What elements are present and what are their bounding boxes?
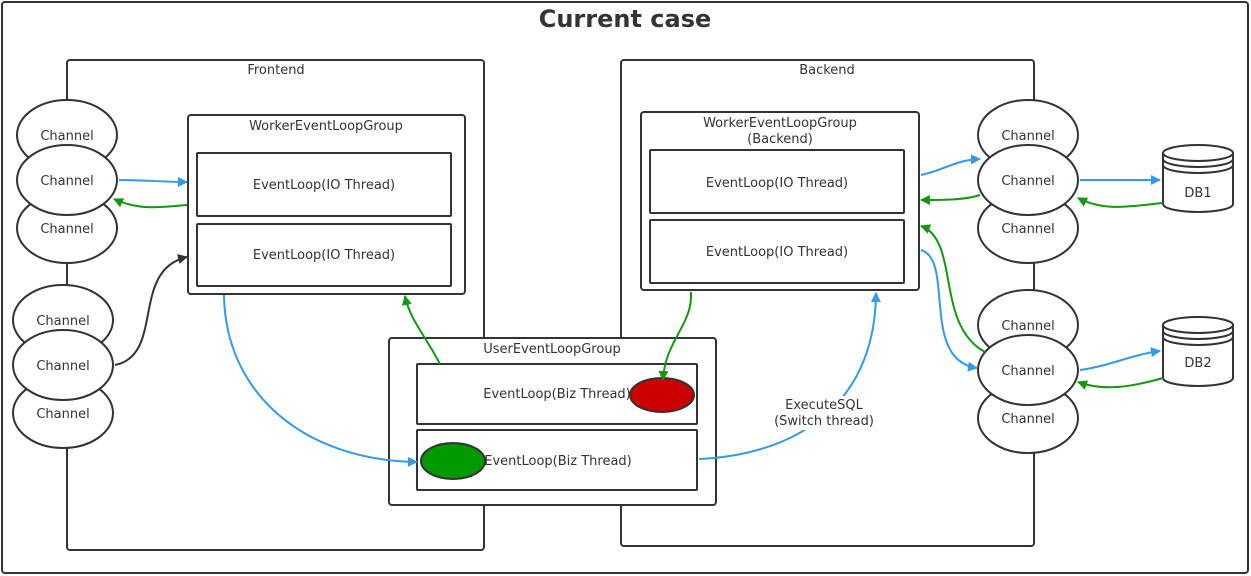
backend-io-loop-1-label: EventLoop(IO Thread) [706, 176, 848, 191]
channel-label: Channel [1001, 412, 1054, 427]
backend-worker-group-label: WorkerEventLoopGroup [703, 116, 857, 131]
channel-label: Channel [1001, 129, 1054, 144]
biz-loop-1 [416, 363, 698, 425]
channel-label: Channel [40, 174, 93, 189]
annotation-background [772, 396, 876, 430]
backend-channel-1-2 [977, 144, 1079, 216]
db2-cylinder [1162, 316, 1234, 387]
biz-loop-2-label: EventLoop(Biz Thread) [484, 454, 632, 469]
diagram-title: Current case [539, 5, 712, 33]
backend-io-loop-1 [649, 149, 905, 214]
biz-loop-1-label: EventLoop(Biz Thread) [483, 387, 631, 402]
backend-label: Backend [799, 63, 855, 78]
backend-channel-2-2 [977, 334, 1079, 406]
channel-label: Channel [40, 129, 93, 144]
channel-label: Channel [36, 407, 89, 422]
arrow-io-to-biz-loop [223, 294, 418, 467]
arrow-biz-to-frontend-io [401, 295, 441, 365]
biz-thread-active-indicator [420, 442, 486, 480]
arrow-io-loop-to-channel [113, 198, 188, 209]
frontend-channel-1-2 [16, 144, 118, 216]
channel-label: Channel [1001, 319, 1054, 334]
arrow-db1-to-channel [1077, 197, 1164, 208]
channel-label: Channel [40, 222, 93, 237]
arrow-channel-to-db2 [1079, 347, 1161, 371]
biz-thread-busy-indicator [629, 377, 695, 413]
user-event-loop-group-label: UserEventLoopGroup [483, 342, 621, 357]
frontend-io-loop-2 [196, 223, 452, 287]
channel-label: Channel [1001, 222, 1054, 237]
backend-io-loop-2-label: EventLoop(IO Thread) [706, 245, 848, 260]
channel-label: Channel [36, 359, 89, 374]
arrow-io-to-backend-channel [920, 154, 981, 176]
backend-io-loop-2 [649, 219, 905, 284]
arrow-io-to-backend-channel-2 [920, 249, 978, 372]
arrow-backend-io-to-biz [658, 291, 693, 381]
db2-label: DB2 [1184, 356, 1211, 371]
channel-label: Channel [1001, 174, 1054, 189]
frontend-io-loop-1-label: EventLoop(IO Thread) [253, 178, 395, 193]
frontend-label: Frontend [247, 63, 304, 78]
arrow-channel-register-io-loop [114, 254, 188, 366]
frontend-worker-group-label: WorkerEventLoopGroup [249, 119, 403, 134]
channel-label: Channel [36, 314, 89, 329]
frontend-channel-2-2 [12, 329, 114, 401]
annotation-line-2: (Switch thread) [774, 414, 874, 429]
annotation-line-1: ExecuteSQL [785, 398, 863, 413]
arrow-backend-channel-to-io [920, 194, 981, 205]
arrow-channel-to-io-loop [118, 176, 188, 187]
frontend-io-loop-1 [196, 152, 452, 217]
db1-label: DB1 [1184, 186, 1211, 201]
channel-label: Channel [1001, 364, 1054, 379]
arrow-db2-to-channel [1077, 377, 1164, 390]
frontend-io-loop-2-label: EventLoop(IO Thread) [253, 248, 395, 263]
db1-cylinder [1162, 144, 1234, 213]
arrow-backend-channel-2-to-io [920, 224, 986, 353]
backend-worker-group-sublabel: (Backend) [747, 132, 813, 147]
